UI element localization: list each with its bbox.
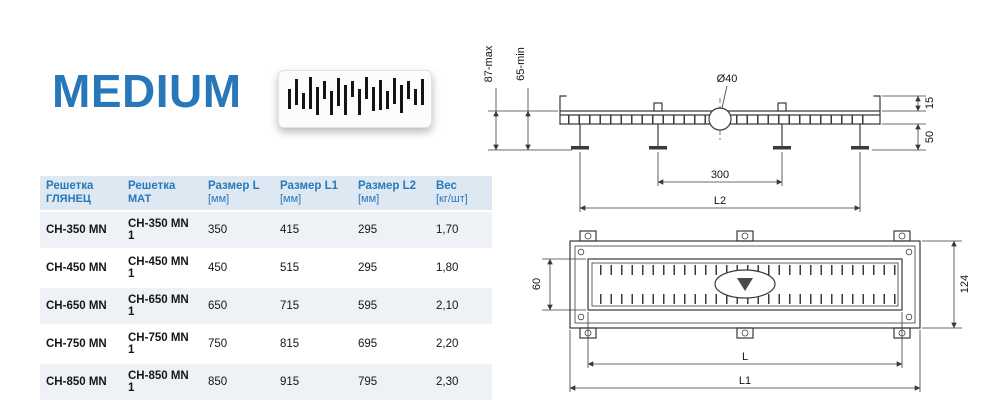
table-row: CH-850 MN CH-850 MN 1 850 915 795 2,30 bbox=[40, 363, 492, 401]
cell-size-l2: 295 bbox=[352, 211, 430, 249]
dim-diameter-label: Ø40 bbox=[717, 73, 738, 85]
header-line2: [мм] bbox=[358, 193, 424, 205]
cell-size-l1: 715 bbox=[274, 287, 352, 325]
cell-size-l1: 915 bbox=[274, 363, 352, 401]
cell-grate-mat: CH-650 MN 1 bbox=[122, 287, 202, 325]
cell-weight: 2,30 bbox=[430, 363, 492, 401]
cell-size-l2: 795 bbox=[352, 363, 430, 401]
cell-size-l2: 595 bbox=[352, 287, 430, 325]
table-row: CH-650 MN CH-650 MN 1 650 715 595 2,10 bbox=[40, 287, 492, 325]
cell-size-l: 350 bbox=[202, 211, 274, 249]
cell-size-l: 750 bbox=[202, 325, 274, 363]
series-title: MEDIUM bbox=[52, 68, 242, 114]
cell-grate-mat: CH-850 MN 1 bbox=[122, 363, 202, 401]
cell-size-l2: 295 bbox=[352, 249, 430, 287]
table-row: CH-350 MN CH-350 MN 1 350 415 295 1,70 bbox=[40, 211, 492, 249]
col-header-grate-gloss: Решетка ГЛЯНЕЦ bbox=[40, 176, 122, 211]
dim-center-label: 300 bbox=[711, 169, 729, 181]
dim-l1-label: L1 bbox=[739, 375, 751, 387]
header-line2: [мм] bbox=[280, 193, 346, 205]
length-dimensions: L L1 bbox=[570, 312, 920, 392]
outlet-symbol bbox=[715, 270, 775, 298]
col-header-size-l: Размер L [мм] bbox=[202, 176, 274, 211]
header-line2: [кг/шт] bbox=[436, 193, 486, 205]
header-line1: Размер L1 bbox=[280, 180, 346, 192]
header-line2: [мм] bbox=[208, 193, 268, 205]
dim-edge-label: 15 bbox=[924, 97, 936, 109]
dim-l-label: L bbox=[742, 351, 748, 363]
dim-l2-label: L2 bbox=[714, 195, 726, 207]
col-header-size-l2: Размер L2 [мм] bbox=[352, 176, 430, 211]
table-row: CH-750 MN CH-750 MN 1 750 815 695 2,20 bbox=[40, 325, 492, 363]
top-view-drawing: 60 124 L L1 bbox=[528, 226, 973, 408]
dim-height-min-label: 65-min bbox=[515, 47, 527, 81]
dim-inner-width-label: 60 bbox=[531, 278, 543, 290]
side-view-drawing: Ø40 87-max 65-min 15 50 300 bbox=[480, 16, 990, 216]
grate-pattern-image bbox=[278, 70, 432, 128]
cell-size-l: 650 bbox=[202, 287, 274, 325]
cell-grate-gloss: CH-450 MN bbox=[40, 249, 122, 287]
cell-grate-mat: CH-450 MN 1 bbox=[122, 249, 202, 287]
header-line1: Решетка bbox=[128, 180, 196, 192]
edge-and-leg-dimensions: 15 50 bbox=[872, 96, 936, 150]
drain-trap: Ø40 bbox=[709, 73, 737, 140]
cell-grate-mat: CH-750 MN 1 bbox=[122, 325, 202, 363]
header-line2: МАТ bbox=[128, 193, 196, 205]
cell-size-l1: 815 bbox=[274, 325, 352, 363]
cell-size-l1: 415 bbox=[274, 211, 352, 249]
cell-grate-mat: CH-350 MN 1 bbox=[122, 211, 202, 249]
table-header-row: Решетка ГЛЯНЕЦ Решетка МАТ Размер L [мм]… bbox=[40, 176, 492, 211]
cell-size-l1: 515 bbox=[274, 249, 352, 287]
header-line2: ГЛЯНЕЦ bbox=[46, 193, 116, 205]
header-line1: Размер L bbox=[208, 180, 268, 192]
cell-weight: 1,70 bbox=[430, 211, 492, 249]
table-row: CH-450 MN CH-450 MN 1 450 515 295 1,80 bbox=[40, 249, 492, 287]
cell-size-l: 450 bbox=[202, 249, 274, 287]
col-header-grate-mat: Решетка МАТ bbox=[122, 176, 202, 211]
cell-grate-gloss: CH-850 MN bbox=[40, 363, 122, 401]
cell-weight: 2,10 bbox=[430, 287, 492, 325]
dim-height-max-label: 87-max bbox=[483, 45, 495, 82]
header-line1: Решетка bbox=[46, 180, 116, 192]
header-line1: Размер L2 bbox=[358, 180, 424, 192]
cell-weight: 1,80 bbox=[430, 249, 492, 287]
col-header-size-l1: Размер L1 [мм] bbox=[274, 176, 352, 211]
height-dimensions: 87-max 65-min bbox=[483, 45, 572, 150]
cell-size-l: 850 bbox=[202, 363, 274, 401]
cell-grate-gloss: CH-650 MN bbox=[40, 287, 122, 325]
header-line1: Вес bbox=[436, 180, 486, 192]
dim-leg-label: 50 bbox=[924, 131, 936, 143]
dim-outer-width-label: 124 bbox=[959, 275, 971, 293]
cell-grate-gloss: CH-750 MN bbox=[40, 325, 122, 363]
cell-size-l2: 695 bbox=[352, 325, 430, 363]
cell-weight: 2,20 bbox=[430, 325, 492, 363]
spec-table: Решетка ГЛЯНЕЦ Решетка МАТ Размер L [мм]… bbox=[40, 176, 492, 402]
grate-pattern-bars bbox=[279, 71, 431, 127]
length-dimensions: 300 L2 bbox=[580, 152, 860, 212]
cell-grate-gloss: CH-350 MN bbox=[40, 211, 122, 249]
